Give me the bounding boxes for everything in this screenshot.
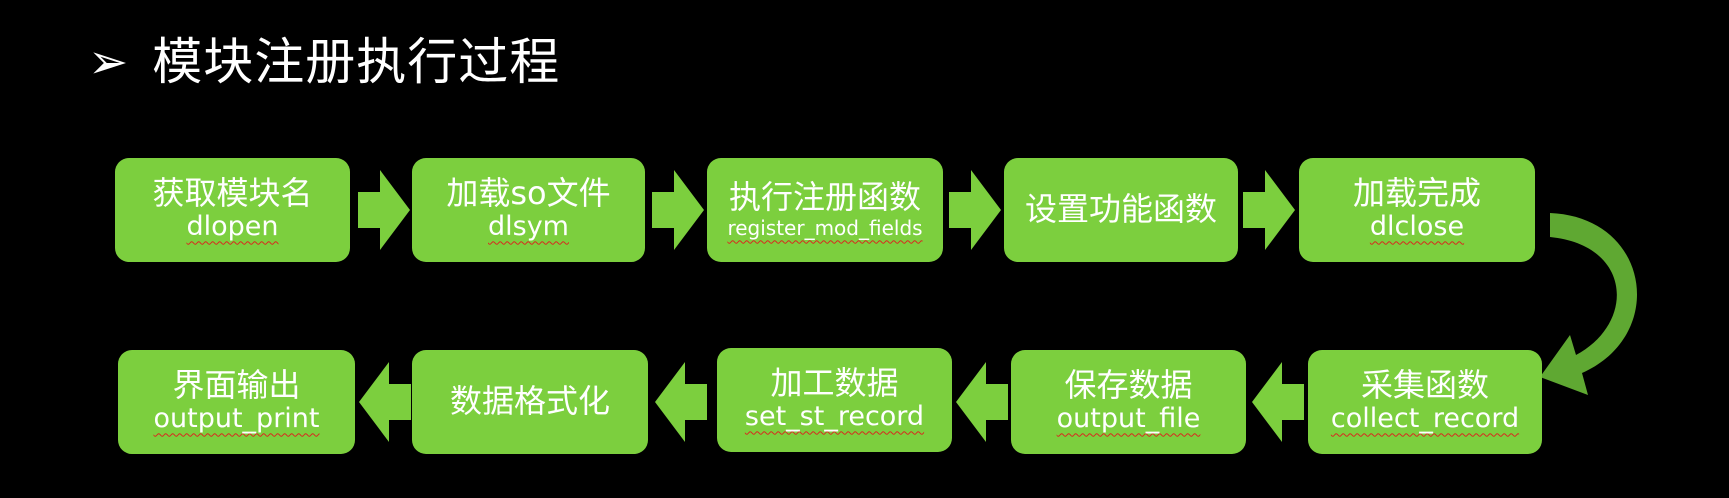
step-function: dlsym bbox=[488, 211, 569, 243]
step-label: 界面输出 bbox=[172, 366, 301, 405]
step-output-print: 界面输出 output_print bbox=[118, 350, 355, 454]
right-arrow-icon bbox=[949, 170, 1001, 250]
right-arrow-icon bbox=[1243, 170, 1295, 250]
step-function: dlopen bbox=[186, 211, 279, 243]
step-load-so-file: 加载so文件 dlsym bbox=[412, 158, 645, 262]
step-function: collect_record bbox=[1330, 403, 1520, 435]
step-label: 加载完成 bbox=[1352, 174, 1481, 213]
left-arrow-icon bbox=[956, 362, 1008, 442]
step-label: 获取模块名 bbox=[152, 174, 313, 213]
step-format-data: 数据格式化 bbox=[412, 350, 648, 454]
arrow-bullet-icon: ➢ bbox=[88, 34, 129, 90]
right-arrow-icon bbox=[358, 170, 410, 250]
step-function: output_print bbox=[153, 403, 320, 435]
step-get-module-name: 获取模块名 dlopen bbox=[115, 158, 350, 262]
step-label: 执行注册函数 bbox=[728, 178, 921, 217]
step-label: 数据格式化 bbox=[449, 382, 610, 421]
step-load-complete: 加载完成 dlclose bbox=[1299, 158, 1535, 262]
page-title: ➢ 模块注册执行过程 bbox=[88, 30, 560, 94]
step-process-data: 加工数据 set_st_record bbox=[717, 348, 952, 452]
title-text: 模块注册执行过程 bbox=[152, 33, 561, 91]
step-run-register-function: 执行注册函数 register_mod_fields bbox=[707, 158, 943, 262]
step-set-function: 设置功能函数 bbox=[1004, 158, 1238, 262]
step-label: 采集函数 bbox=[1360, 366, 1489, 405]
step-function: register_mod_fields bbox=[727, 215, 923, 240]
curved-arrow-icon bbox=[1540, 213, 1638, 395]
left-arrow-icon bbox=[655, 362, 707, 442]
left-arrow-icon bbox=[1252, 362, 1304, 442]
step-label: 设置功能函数 bbox=[1024, 190, 1217, 229]
step-function: set_st_record bbox=[744, 401, 925, 433]
step-function: dlclose bbox=[1369, 211, 1465, 243]
step-collect-function: 采集函数 collect_record bbox=[1308, 350, 1542, 454]
step-label: 加载so文件 bbox=[446, 174, 611, 213]
step-label: 保存数据 bbox=[1064, 366, 1193, 405]
step-label: 加工数据 bbox=[770, 364, 899, 403]
step-function: output_file bbox=[1056, 403, 1201, 435]
right-arrow-icon bbox=[652, 170, 704, 250]
step-save-data: 保存数据 output_file bbox=[1011, 350, 1246, 454]
left-arrow-icon bbox=[359, 362, 411, 442]
